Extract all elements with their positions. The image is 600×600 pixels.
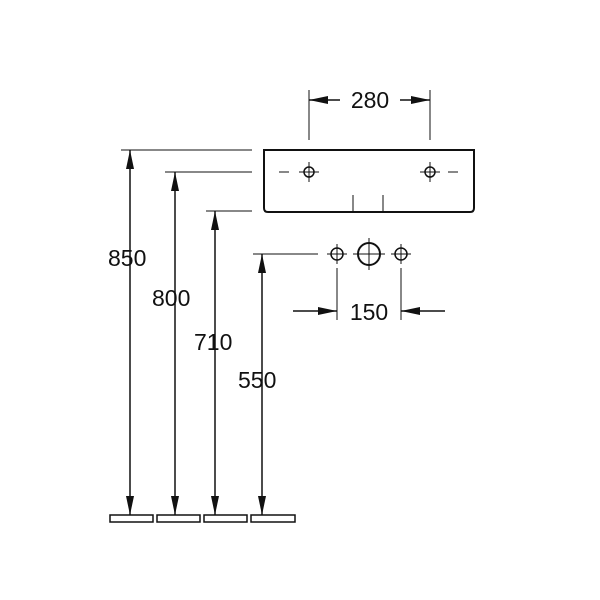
basin-hole-left — [299, 162, 319, 182]
basin-outline — [263, 149, 475, 213]
dimension-550 — [253, 253, 318, 515]
dimension-150 — [293, 268, 445, 320]
dimension-850 — [121, 149, 252, 515]
dimension-150-label: 150 — [350, 299, 388, 325]
dimension-710 — [206, 210, 252, 515]
basin-drain-marks — [352, 195, 384, 211]
dimension-280 — [308, 90, 431, 140]
dimension-550-label: 550 — [238, 367, 276, 393]
basin-hole-right — [420, 162, 440, 182]
dimension-710-label: 710 — [194, 329, 232, 355]
tap-hole-right — [391, 244, 411, 264]
dimension-280-label: 280 — [351, 87, 389, 113]
floor-line — [109, 514, 296, 523]
dimension-800-label: 800 — [152, 285, 190, 311]
tap-hole-left — [327, 244, 347, 264]
tap-hole-center — [353, 238, 385, 270]
dimension-800 — [165, 171, 252, 515]
dimension-850-label: 850 — [108, 245, 146, 271]
